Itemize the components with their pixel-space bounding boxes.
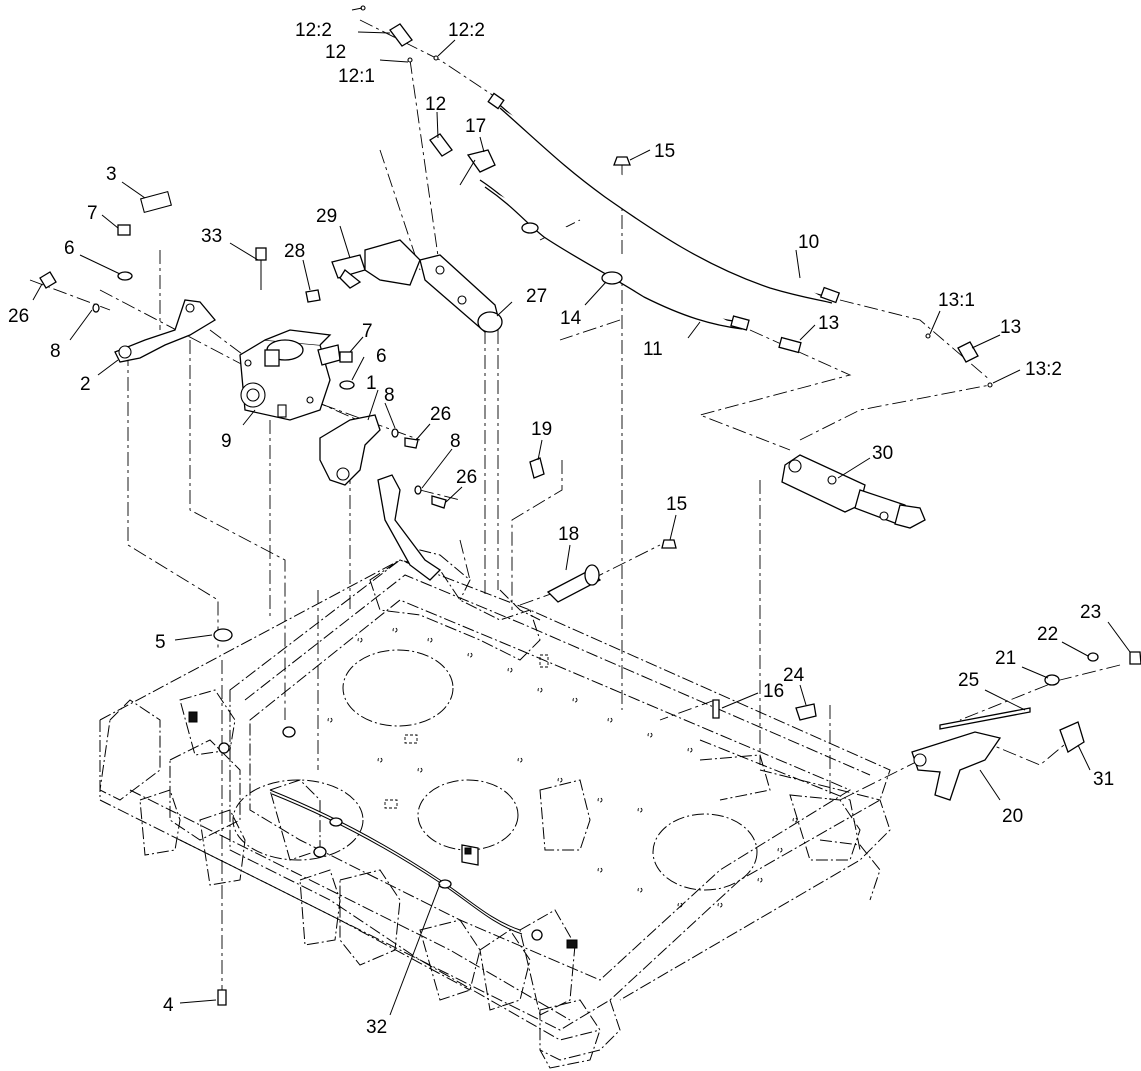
callout-12-1: 12:1	[338, 66, 375, 87]
callout-17: 17	[465, 116, 486, 137]
callout-32: 32	[366, 1017, 387, 1038]
callout-labels: 1 2 3 4 5 6 6 7 7 8 8 8 9 10 11 12 12 12…	[8, 20, 1114, 1038]
callout-26-a: 26	[8, 306, 29, 327]
callout-33: 33	[201, 226, 222, 247]
callout-1: 1	[366, 373, 377, 394]
callout-8-c: 8	[450, 431, 461, 452]
callout-26-c: 26	[456, 467, 477, 488]
screw-4	[217, 989, 227, 1006]
callout-5: 5	[155, 632, 166, 653]
washer-6-right	[339, 380, 355, 390]
callout-13-2: 13:2	[1025, 359, 1062, 380]
callout-7-b: 7	[362, 321, 373, 342]
cylinder-27	[419, 254, 503, 333]
callout-8-a: 8	[50, 341, 61, 362]
callout-30: 30	[872, 443, 893, 464]
bolt-26-a	[404, 437, 419, 449]
callout-12-a: 12	[325, 42, 346, 63]
fitting-12-mid	[429, 133, 453, 157]
gearbox-9	[239, 329, 341, 421]
frame-assembly	[99, 544, 891, 1069]
callout-24: 24	[783, 665, 805, 686]
washer-21	[1044, 674, 1060, 686]
callout-12-b: 12	[425, 94, 446, 115]
callout-31: 31	[1093, 769, 1114, 790]
fitting-13-b	[957, 341, 979, 363]
oring-12-2b	[433, 55, 439, 61]
callout-19: 19	[531, 419, 552, 440]
pin-18	[546, 564, 602, 603]
callout-15-b: 15	[666, 494, 687, 515]
frame-holes	[327, 627, 798, 908]
bolt-28	[305, 289, 321, 303]
cylinder-30	[781, 454, 926, 529]
bolt-16	[712, 699, 720, 719]
hose-10	[487, 92, 841, 304]
callout-13-a: 13	[818, 313, 839, 334]
callout-13-b: 13	[1000, 317, 1021, 338]
callout-21: 21	[995, 648, 1016, 669]
clamp-17	[459, 149, 496, 186]
washer-22	[1087, 652, 1099, 662]
lever-arm	[377, 474, 442, 581]
washer-8-b	[414, 485, 422, 495]
dipstick-33	[255, 247, 267, 290]
callout-29: 29	[316, 206, 337, 227]
nut-15-lower	[661, 539, 677, 549]
nut-7-right	[339, 351, 353, 363]
callout-12-2-b: 12:2	[448, 20, 485, 41]
wire-harness-32	[188, 711, 578, 949]
callout-10: 10	[798, 232, 819, 253]
callout-8-b: 8	[384, 385, 395, 406]
pad-31	[1059, 721, 1085, 753]
bolt-26-left	[39, 271, 57, 289]
callout-16: 16	[763, 681, 784, 702]
callout-6-a: 6	[64, 238, 75, 259]
label-3	[139, 190, 173, 214]
bolt-24	[795, 703, 817, 721]
callout-18: 18	[558, 524, 579, 545]
callout-23: 23	[1080, 602, 1101, 623]
bumper-5	[213, 628, 233, 642]
callout-27: 27	[526, 286, 547, 307]
oring-13-2	[987, 382, 993, 388]
callout-14: 14	[560, 308, 582, 329]
fitting-12-top	[389, 23, 413, 47]
nut-15-top	[613, 156, 631, 166]
callout-3: 3	[106, 164, 117, 185]
oring-12-1	[407, 57, 413, 63]
callout-22: 22	[1037, 624, 1058, 645]
callout-7-a: 7	[87, 203, 98, 224]
bracket-1	[319, 414, 381, 486]
callout-2: 2	[80, 374, 91, 395]
washer-8-a	[391, 428, 399, 438]
fitting-13-a	[778, 336, 802, 354]
callout-4: 4	[163, 995, 174, 1016]
hose-11	[479, 179, 750, 331]
callout-6-b: 6	[376, 346, 387, 367]
pin-25	[939, 707, 1031, 730]
pedal-20	[911, 731, 1002, 801]
callout-13-1: 13:1	[938, 290, 975, 311]
bolt-19	[529, 457, 545, 479]
callout-15-a: 15	[654, 141, 675, 162]
callout-11: 11	[643, 339, 663, 360]
washer-6-left	[117, 271, 133, 281]
nut-7-left	[117, 224, 131, 236]
washer-8-left	[92, 303, 100, 313]
callout-25: 25	[958, 670, 979, 691]
bracket-2	[114, 299, 216, 363]
nut-23	[1129, 651, 1141, 665]
callout-26-b: 26	[430, 404, 451, 425]
pivot-link-29	[331, 239, 421, 289]
bolt-26-b	[431, 495, 447, 509]
oring-13-1	[925, 333, 931, 339]
callout-20: 20	[1002, 806, 1023, 827]
callout-12-2-a: 12:2	[295, 20, 332, 41]
callout-9: 9	[221, 431, 232, 452]
leader-lines	[32, 7, 1131, 1016]
callout-28: 28	[284, 241, 305, 262]
